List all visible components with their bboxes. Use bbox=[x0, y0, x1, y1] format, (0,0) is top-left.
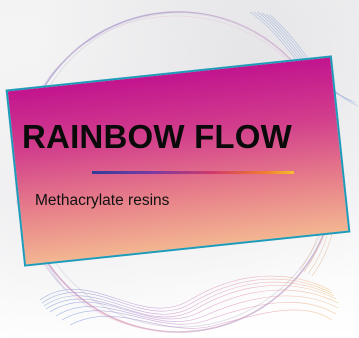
product-title: RAINBOW FLOW bbox=[22, 118, 293, 155]
product-banner bbox=[5, 55, 351, 267]
product-subtitle: Methacrylate resins bbox=[35, 192, 170, 209]
rainbow-divider bbox=[92, 171, 294, 174]
wave-lines-icon bbox=[39, 275, 339, 329]
